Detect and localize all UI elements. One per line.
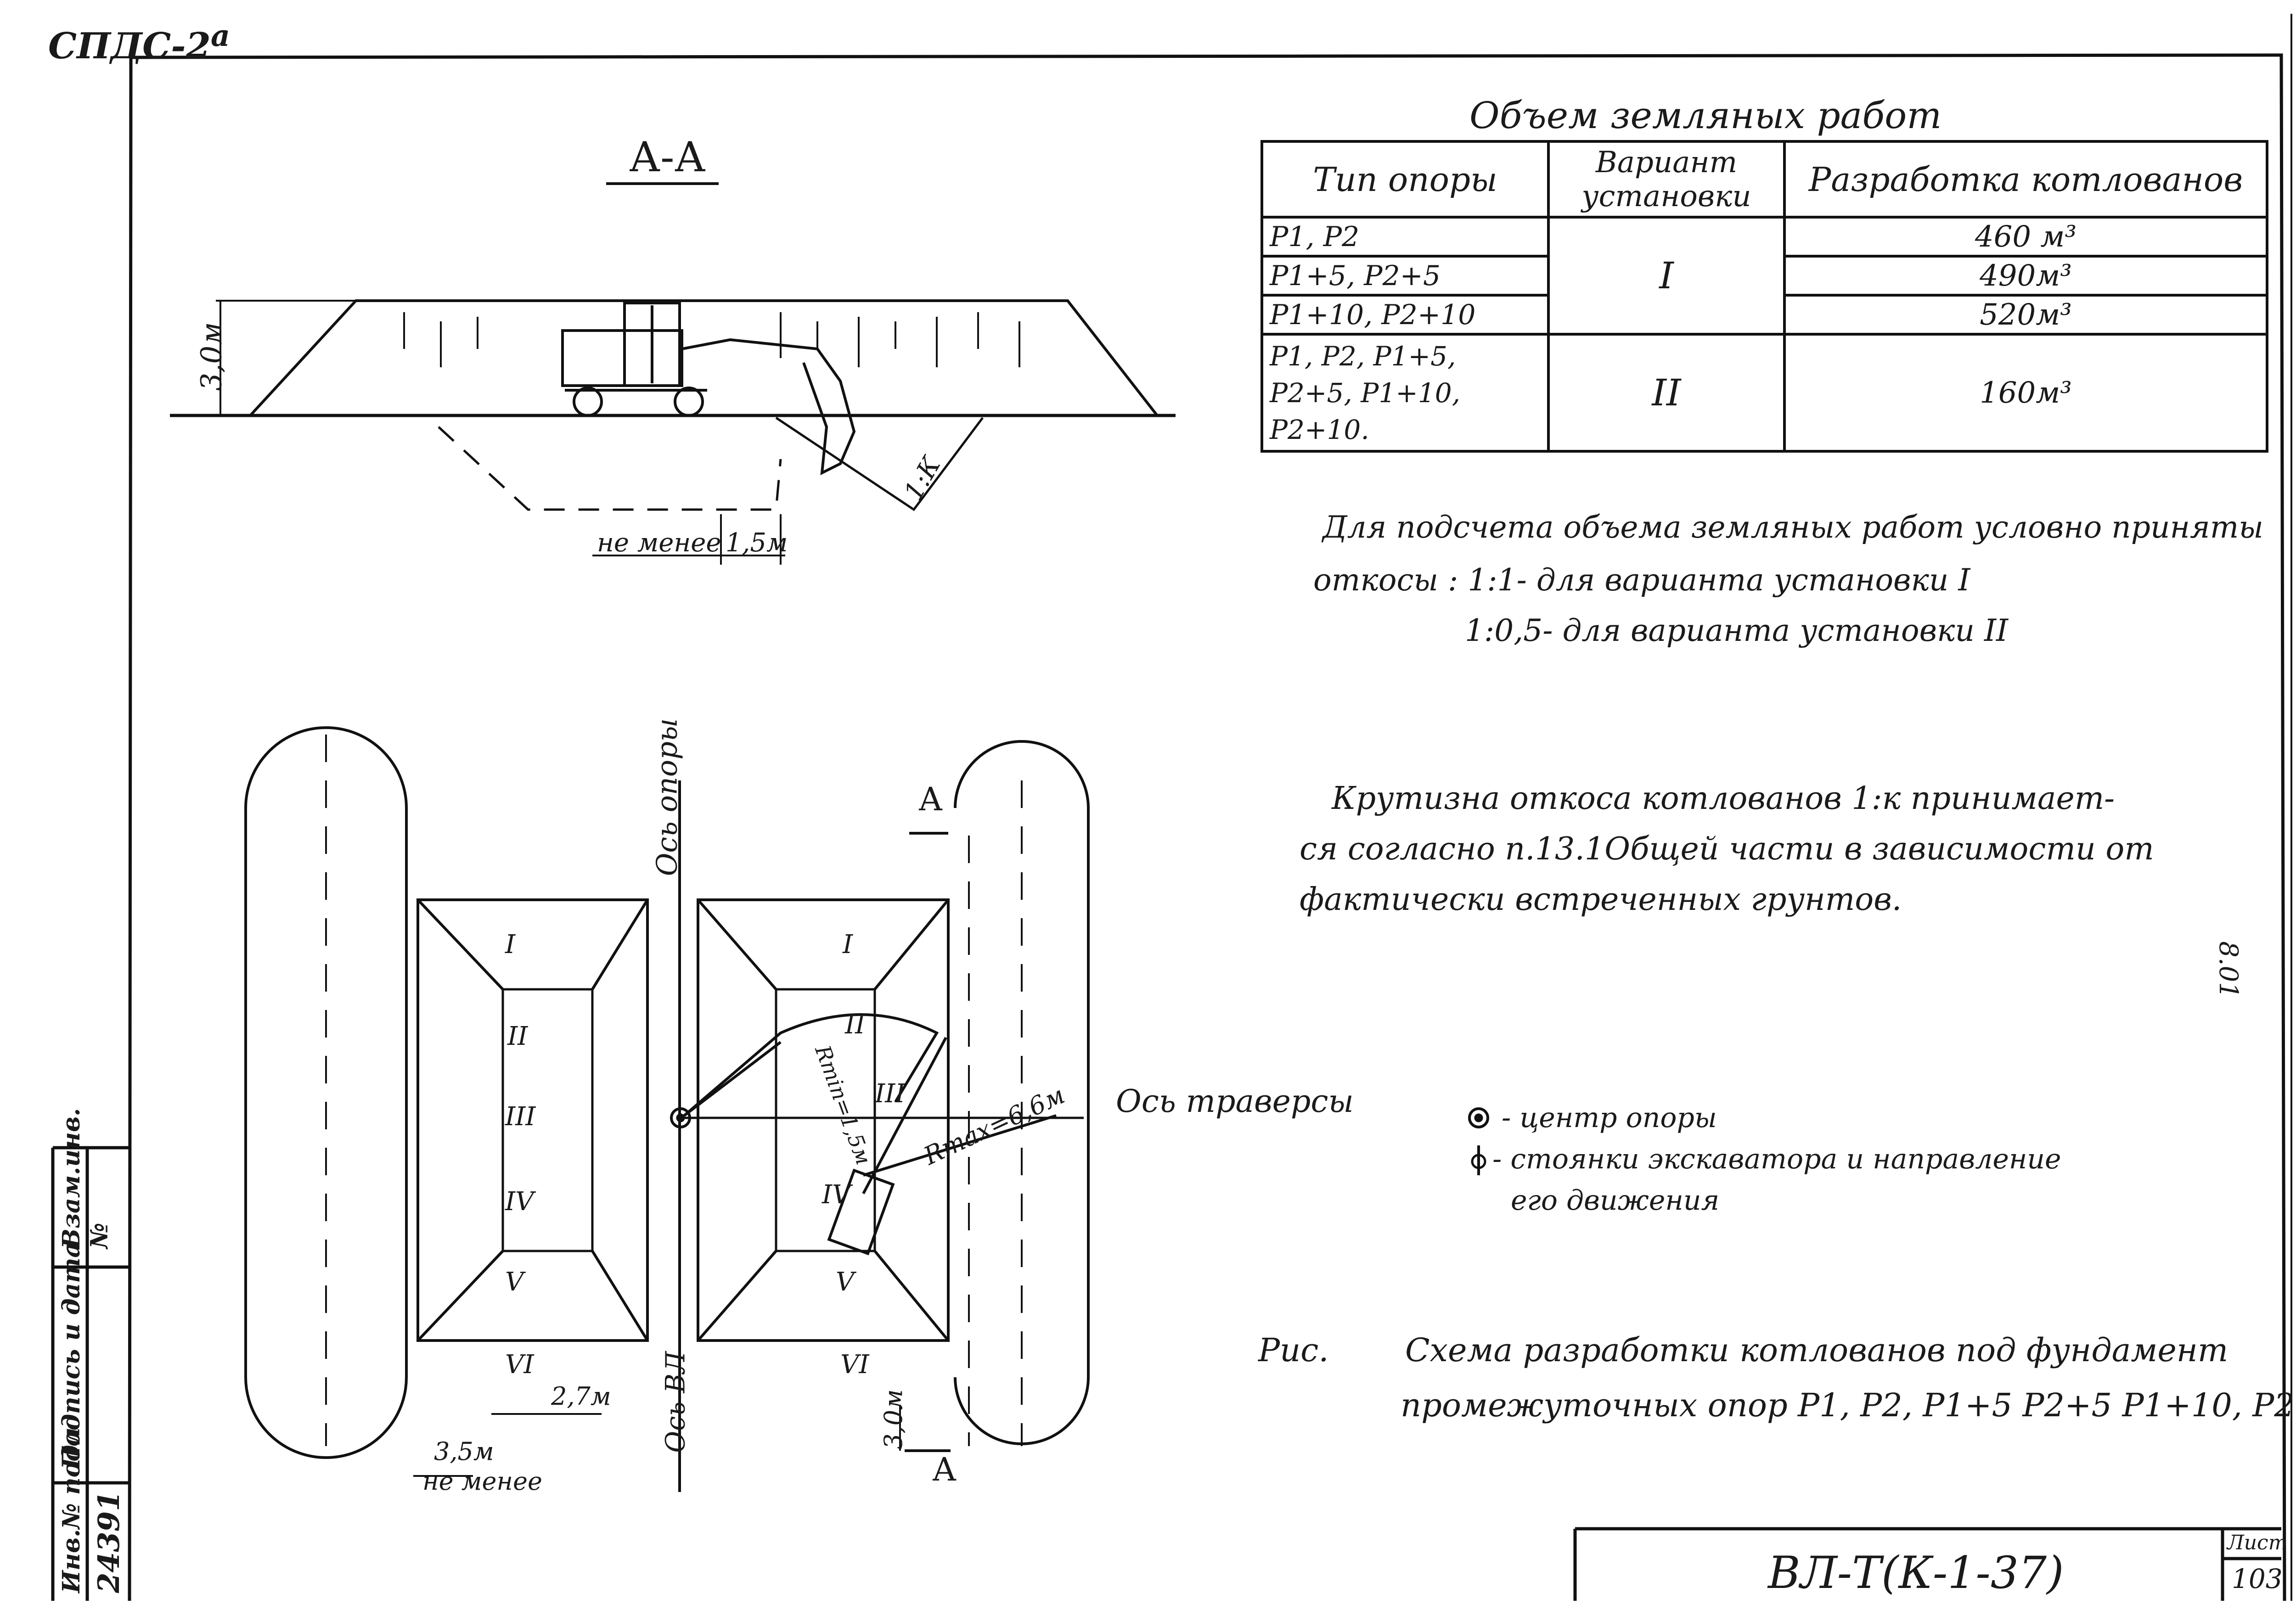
stand-left-vi: VI — [505, 1350, 534, 1380]
table-cell-volume: 490м³ — [1783, 255, 2268, 297]
stand-left-i: I — [505, 930, 516, 959]
left-stamp-labels: Инв.№ подл 24391 Подпись и дата Взам.инв… — [55, 1108, 129, 1598]
table-caption: Объем земляных работ — [1469, 94, 1942, 137]
stamp-signature-label: Подпись и дата — [57, 1242, 85, 1469]
title-block-code: ВЛ-Т(К-1-37) — [1768, 1547, 2064, 1599]
table-cell-volume: 460 м³ — [1783, 216, 2268, 258]
title-block — [1573, 1527, 2281, 1601]
pit-right — [697, 898, 950, 1342]
corner-stamp: СПДС-2 — [48, 25, 211, 67]
table-cell-type: Р1, Р2 — [1261, 216, 1550, 258]
stamp-replace-label: Взам.инв.№ — [57, 1108, 113, 1249]
table-cell-volume: 160м³ — [1783, 333, 2268, 453]
sheet-frame — [128, 53, 2286, 1601]
stand-right-v: V — [836, 1267, 855, 1297]
caption-line1: Схема разработки котлованов под фундамен… — [1405, 1331, 2228, 1369]
sheet-label: Лист — [2227, 1531, 2288, 1554]
stand-left-ii: II — [507, 1021, 528, 1051]
note-steepness-line3: фактически встреченных грунтов. — [1300, 881, 1902, 918]
excavator-swing-icon — [683, 1013, 1057, 1256]
section-min-value: 1,5м — [726, 528, 788, 558]
stand-right-i: I — [843, 930, 853, 959]
dim-30-label: 3,0м — [878, 1389, 908, 1449]
sheet-number: 103 — [2232, 1563, 2283, 1594]
table-cell-volume: 520м³ — [1783, 294, 2268, 336]
haul-road-left — [244, 726, 408, 1459]
dim-35-label: 3,5м — [434, 1437, 494, 1466]
note-steepness-line2: ся согласно п.13.1Общей части в зависимо… — [1300, 831, 2154, 867]
note-steepness-line1: Крутизна откоса котлованов 1:к принимает… — [1332, 780, 2115, 817]
stand-right-iii: III — [875, 1079, 906, 1109]
stand-left-iii: III — [505, 1102, 536, 1132]
support-center-icon — [670, 1107, 691, 1128]
section-mark-top: А — [918, 780, 943, 818]
legend-center-label: - центр опоры — [1502, 1102, 1717, 1134]
stand-left-iv: IV — [505, 1187, 534, 1217]
note-slopes-line1: Для подсчета объема земляных работ услов… — [1322, 510, 2264, 545]
col-header-volume: Разработка котлованов — [1783, 140, 2268, 219]
note-slopes-line3: 1:0,5- для варианта установки II — [1465, 613, 2009, 648]
pit-left — [416, 898, 649, 1342]
table-cell-variant: I — [1547, 216, 1786, 336]
caption-prefix: Рис. — [1258, 1331, 1329, 1369]
table-cell-type: Р1+5, Р2+5 — [1261, 255, 1550, 297]
caption-line2: промежуточных опор Р1, Р2, Р1+5 Р2+5 Р1+… — [1401, 1386, 2296, 1424]
section-min-label: не менее — [597, 528, 721, 558]
dim-35-min-label: не менее — [422, 1467, 542, 1496]
dim-27-label: 2,7м — [551, 1382, 611, 1411]
stand-right-iv: IV — [822, 1180, 851, 1210]
legend-stand-label-2: его движения — [1511, 1184, 1720, 1217]
axis-traverse-label: Ось траверсы — [1116, 1083, 1354, 1120]
corner-stamp-suffix: а — [210, 18, 230, 53]
legend-stand-label-1: - стоянки экскаватора и направление — [1492, 1143, 2061, 1175]
side-page-number: 8.01 — [2213, 941, 2243, 999]
note-slopes-line2: откосы : 1:1- для варианта установки I — [1313, 562, 1970, 598]
stand-right-vi: VI — [840, 1350, 869, 1380]
table-cell-type: Р1+10, Р2+10 — [1261, 294, 1550, 336]
legend-center-icon — [1468, 1107, 1489, 1128]
table-cell-variant: II — [1547, 333, 1786, 453]
stamp-inv-number: 24391 — [92, 1491, 126, 1593]
section-height-label: 3,0м — [194, 322, 228, 391]
volume-table: Тип опоры Вариант установки Разработка к… — [1261, 140, 2268, 453]
section-a-a — [170, 182, 1176, 565]
col-header-variant: Вариант установки — [1547, 140, 1786, 219]
stand-left-v: V — [505, 1267, 524, 1297]
axis-vl-label: Ось ВЛ — [659, 1351, 691, 1453]
section-mark-bottom: А — [932, 1451, 957, 1488]
axis-support-label: Ось опоры — [650, 718, 684, 876]
table-cell-type: Р1, Р2, Р1+5, Р2+5, Р1+10, Р2+10. — [1261, 333, 1550, 453]
stand-right-ii: II — [845, 1010, 866, 1040]
col-header-type: Тип опоры — [1261, 140, 1550, 219]
haul-road-right — [954, 740, 1090, 1446]
left-stamp — [51, 1146, 131, 1601]
section-title: А-А — [629, 133, 706, 181]
excavator-icon — [561, 302, 856, 476]
